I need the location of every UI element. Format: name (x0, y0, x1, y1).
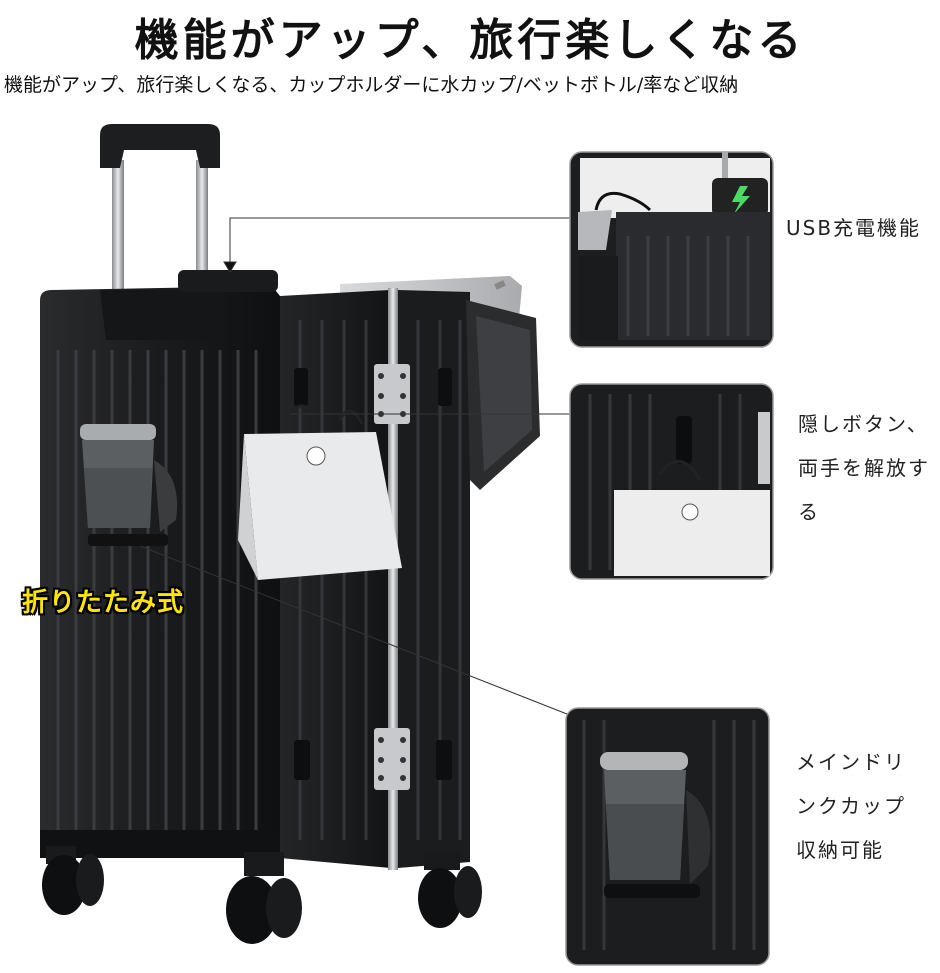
handle-pole-right (196, 160, 208, 288)
detail-cup-holder (565, 707, 770, 966)
callout-hidden-line-3: る (798, 500, 820, 524)
callout-hidden-line-1: 隠しボタン、 (798, 412, 929, 436)
aluminium-frame (388, 288, 398, 870)
callout-hidden-line-2: 両手を解放す (798, 456, 930, 480)
page-subtitle: 機能がアップ、旅行楽しくなる、カップホルダーに水カップ/ベットボトル/率など収納 (4, 74, 739, 96)
detail-usb-charging (569, 151, 774, 348)
handle-grip (100, 124, 220, 168)
page-title: 機能がアップ、旅行楽しくなる (134, 15, 806, 66)
telescopic-handle (100, 124, 220, 330)
callout-cup-line-2: ンクカップ (796, 794, 906, 818)
detail-hidden-button (569, 383, 774, 580)
callout-cup-line-3: 収納可能 (796, 838, 884, 862)
foldable-label: 折りたたみ式 (22, 588, 185, 618)
shopping-bag (238, 404, 402, 580)
frame-hinges (374, 364, 410, 790)
callout-hidden-button: 隠しボタン、 両手を解放す る (798, 402, 930, 534)
handle-well (100, 290, 214, 340)
callout-cup-holder: メインドリ ンクカップ 収納可能 (796, 740, 906, 872)
wheels (42, 846, 482, 944)
callout-cup-line-1: メインドリ (796, 750, 906, 774)
handle-pole-left (112, 160, 124, 330)
callout-usb: USB充電機能 (786, 206, 921, 250)
callout-lines (139, 217, 573, 717)
callout-usb-line: USB充電機能 (786, 216, 922, 240)
cup-holder (80, 424, 178, 546)
